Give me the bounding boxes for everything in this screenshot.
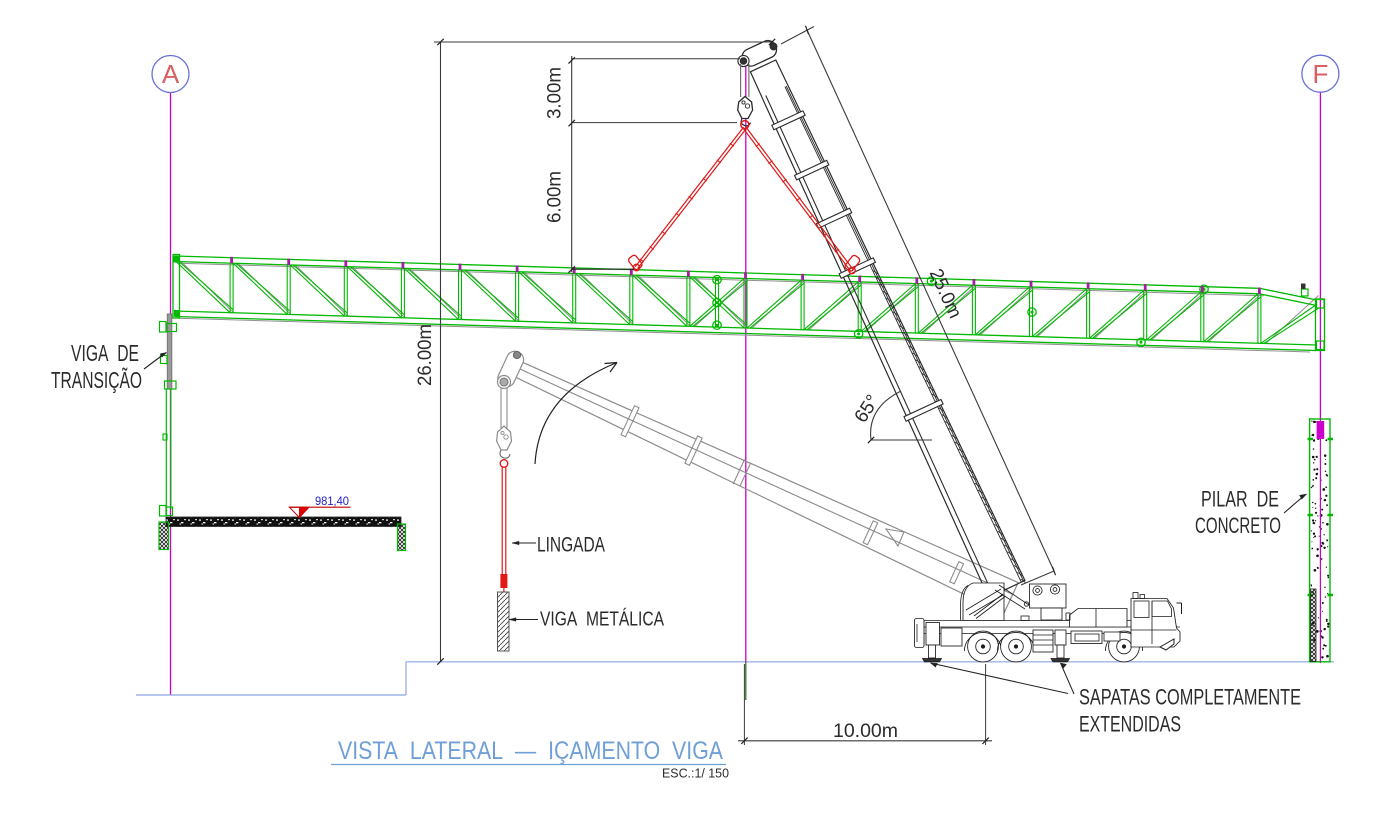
svg-text:SAPATAS COMPLETAMENTE: SAPATAS COMPLETAMENTE: [1079, 685, 1301, 710]
svg-text:10.00m: 10.00m: [833, 720, 898, 742]
svg-text:VIGA DE: VIGA DE: [71, 340, 139, 366]
svg-text:CONCRETO: CONCRETO: [1195, 513, 1281, 538]
svg-text:26.00m: 26.00m: [415, 324, 436, 386]
svg-text:LINGADA: LINGADA: [537, 534, 605, 557]
svg-text:F: F: [1312, 59, 1328, 89]
svg-text:A: A: [162, 59, 180, 89]
svg-text:VISTA LATERAL — IÇAMENTO V: VISTA LATERAL — IÇAMENTO VIGA: [338, 737, 723, 765]
svg-text:981,40: 981,40: [315, 496, 349, 508]
svg-text:EXTENDIDAS: EXTENDIDAS: [1079, 712, 1181, 737]
svg-text:3.00m: 3.00m: [545, 67, 566, 119]
svg-text:PILAR DE: PILAR DE: [1201, 487, 1279, 512]
svg-text:VIGA METÁLICA: VIGA METÁLICA: [540, 608, 664, 631]
svg-text:TRANSIÇÃO: TRANSIÇÃO: [51, 367, 142, 393]
svg-text:6.00m: 6.00m: [545, 171, 566, 223]
svg-text:ESC.:1/ 150: ESC.:1/ 150: [662, 766, 729, 781]
